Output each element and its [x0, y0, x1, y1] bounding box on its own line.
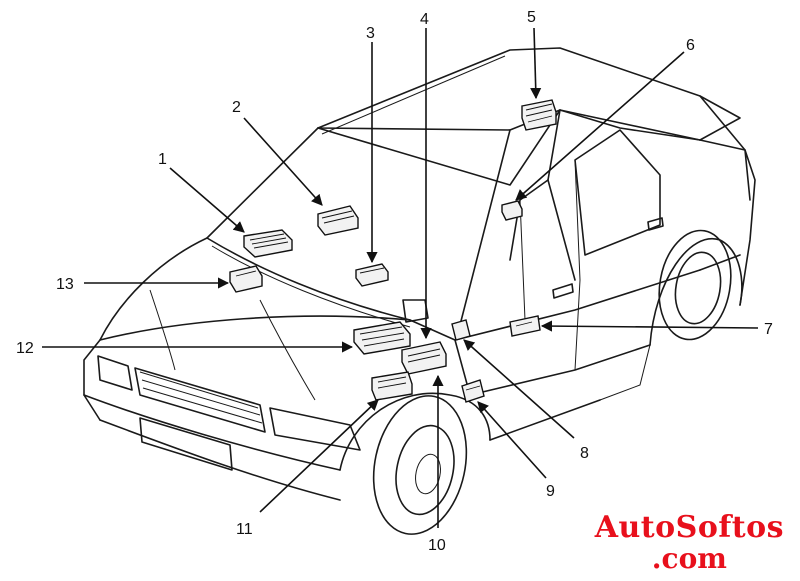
leader-7: [540, 320, 759, 332]
callout-5: 5: [527, 9, 536, 26]
leader-9: [477, 401, 547, 479]
callout-2: 2: [232, 99, 241, 116]
callout-9: 9: [546, 483, 555, 500]
watermark-line1: AutoSoftos: [594, 510, 784, 546]
callout-6: 6: [686, 37, 695, 54]
module-13: [229, 265, 263, 293]
leader-6: [515, 51, 685, 201]
leader-5: [530, 27, 542, 100]
module-11: [371, 371, 413, 401]
watermark-line2: .com: [651, 541, 727, 575]
callout-11: 11: [236, 521, 253, 538]
module-1: [243, 229, 293, 258]
callout-1: 1: [158, 151, 167, 168]
callout-4: 4: [420, 11, 429, 28]
module-5: [521, 99, 557, 131]
module-12: [353, 321, 411, 355]
callout-3: 3: [366, 25, 375, 42]
module-7: [509, 315, 541, 337]
module-8: [451, 319, 471, 341]
callout-8: 8: [580, 445, 589, 462]
leader-11: [259, 399, 379, 513]
leader-8: [463, 339, 575, 439]
car-body-outline: [83, 47, 756, 535]
leader-1: [169, 167, 245, 233]
watermark: AutoSoftos .com: [595, 512, 784, 573]
module-9: [461, 379, 485, 403]
module-3: [355, 263, 389, 287]
module-10: [401, 341, 447, 375]
component-modules: [229, 99, 557, 403]
callout-10: 10: [428, 537, 446, 554]
callout-12: 12: [16, 340, 34, 357]
callout-7: 7: [764, 321, 773, 338]
module-2: [317, 205, 359, 236]
callout-leaders: [42, 27, 759, 528]
leader-2: [243, 117, 323, 206]
module-6: [501, 200, 523, 221]
callout-labels: 1 2 3 4 5 6 7 8 9 10 11 12 13: [16, 9, 773, 554]
callout-13: 13: [56, 276, 74, 293]
